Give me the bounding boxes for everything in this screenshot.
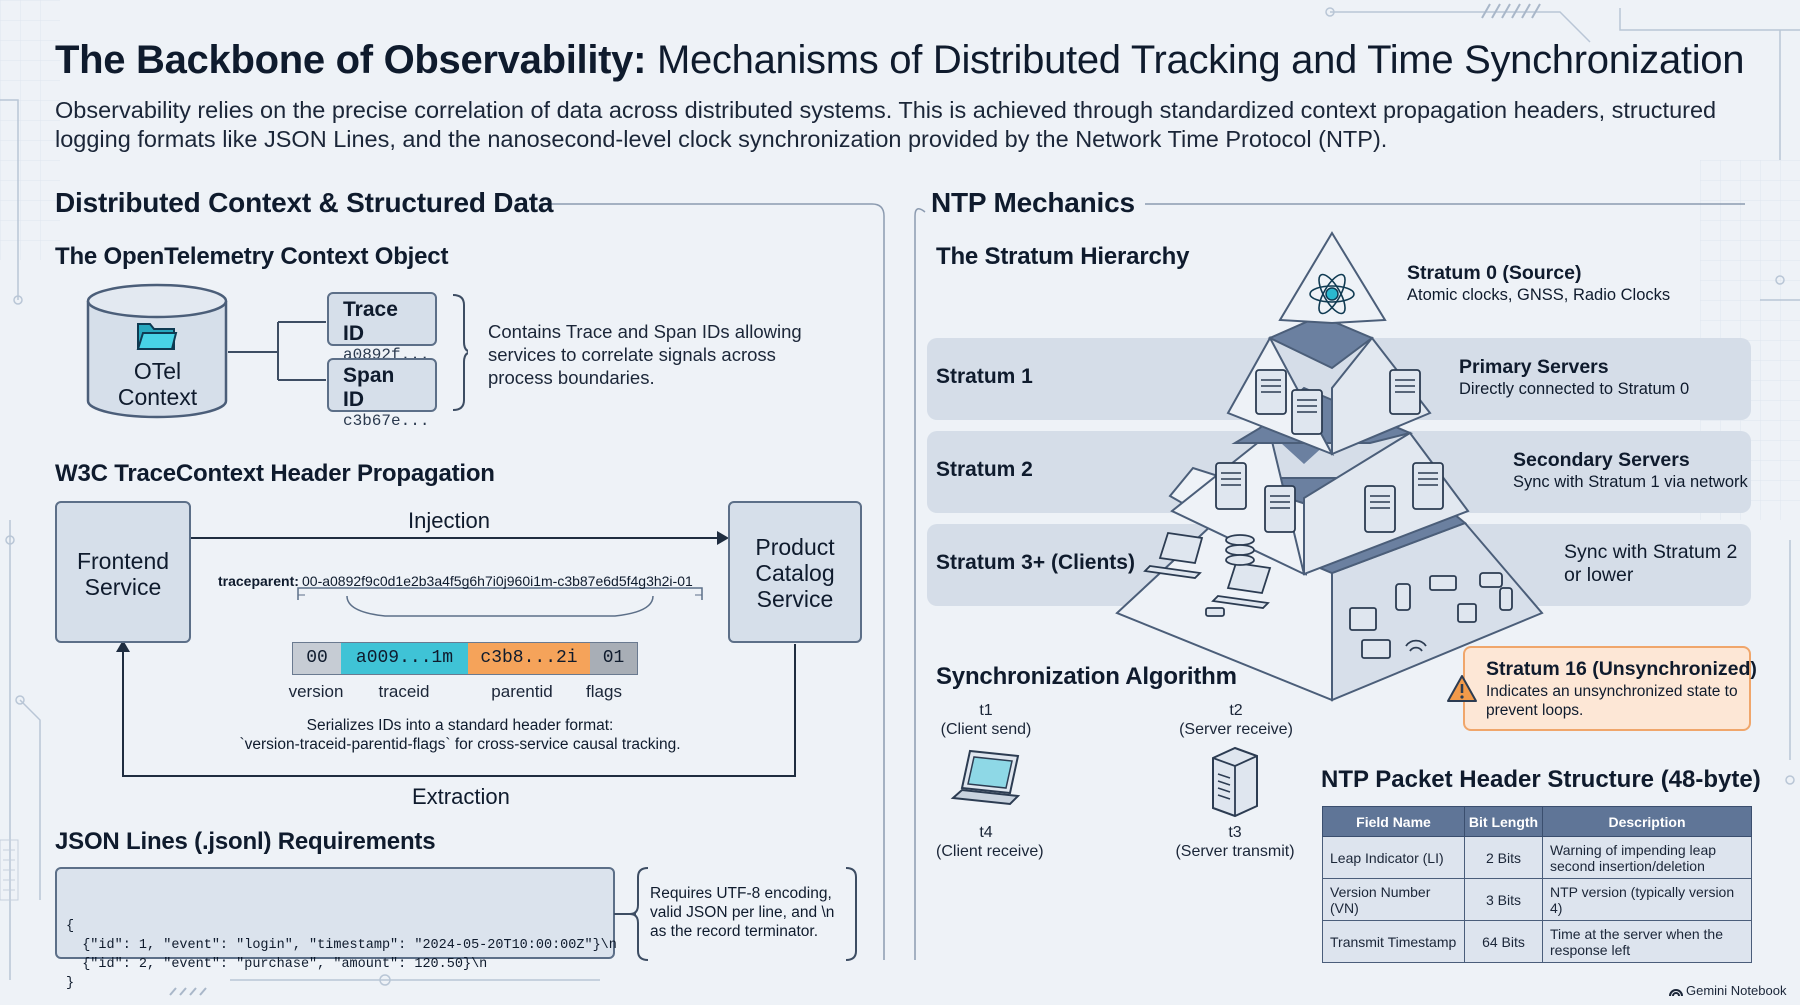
stratum1-desc: Directly connected to Stratum 0 <box>1459 380 1690 398</box>
extraction-label: Extraction <box>412 784 510 809</box>
footer-brand: Gemini Notebook <box>1686 983 1787 998</box>
otel-description: Contains Trace and Span IDs allowing ser… <box>488 321 802 388</box>
injection-label: Injection <box>408 508 490 533</box>
ntp-packet-table: Field Name Bit Length Description Leap I… <box>1322 806 1752 963</box>
cell-desc: Time at the server when the response lef… <box>1542 920 1752 963</box>
stratum16-title: Stratum 16 (Unsynchronized) <box>1486 658 1757 680</box>
section-title-ntp: NTP Mechanics <box>931 187 1135 218</box>
t1-label: t1(Client send) <box>940 702 1032 738</box>
otel-connectors <box>228 294 468 411</box>
stratum-hierarchy-heading: The Stratum Hierarchy <box>936 243 1190 270</box>
gemini-logo-icon <box>1669 989 1683 997</box>
stratum2-label: Stratum 2 <box>936 458 1033 481</box>
segment-parentid: c3b8...2i <box>468 643 590 674</box>
cell-bits: 3 Bits <box>1464 878 1543 921</box>
otel-heading: The OpenTelemetry Context Object <box>55 243 449 270</box>
packet-heading: NTP Packet Header Structure (48-byte) <box>1321 766 1761 793</box>
table-header-row: Field Name Bit Length Description <box>1322 806 1752 837</box>
cell-field: Version Number (VN) <box>1322 878 1465 921</box>
traceparent-segments: 00 a009...1m c3b8...2i 01 <box>292 642 638 675</box>
stratum3-desc: Sync with Stratum 2 or lower <box>1564 541 1738 586</box>
sync-algorithm-heading: Synchronization Algorithm <box>936 663 1237 690</box>
segment-traceid: a009...1m <box>341 643 468 674</box>
stratum0-desc: Atomic clocks, GNSS, Radio Clocks <box>1407 286 1671 304</box>
stratum-pyramid <box>1115 231 1544 702</box>
warning-icon <box>1447 675 1477 702</box>
span-id-value: c3b67e... <box>343 412 430 430</box>
w3c-heading: W3C TraceContext Header Propagation <box>55 460 495 487</box>
trace-id-label: Trace ID <box>343 298 398 345</box>
segment-label-parentid: parentid <box>491 682 553 701</box>
stratum2-title: Secondary Servers <box>1513 449 1690 471</box>
table-row: Transmit Timestamp 64 Bits Time at the s… <box>1322 920 1752 963</box>
traceparent-label: traceparent: <box>218 573 299 589</box>
segment-label-traceid: traceid <box>378 682 430 701</box>
table-row: Version Number (VN) 3 Bits NTP version (… <box>1322 878 1752 921</box>
page-title: The Backbone of Observability: Mechanism… <box>55 38 1745 82</box>
table-row: Leap Indicator (LI) 2 Bits Warning of im… <box>1322 836 1752 879</box>
jsonl-code-block: { {"id": 1, "event": "login", "timestamp… <box>55 867 617 991</box>
section-title-distributed-context: Distributed Context & Structured Data <box>55 187 554 218</box>
stratum1-title: Primary Servers <box>1459 356 1609 378</box>
stratum3-label: Stratum 3+ (Clients) <box>936 551 1135 574</box>
traceparent-value: 00-a0892f9c0d1e2b3a4f5g6h7i0j960i1m-c3b8… <box>302 573 693 589</box>
t4-label: t4(Client receive) <box>936 824 1044 860</box>
w3c-flow-arrows <box>116 531 796 777</box>
t2-label: t2(Server receive) <box>1179 702 1293 738</box>
cell-bits: 2 Bits <box>1464 836 1543 879</box>
cell-field: Transmit Timestamp <box>1322 920 1465 963</box>
trace-id-box: Trace ID a0892f... <box>327 292 437 364</box>
w3c-note: Serializes IDs into a standard header fo… <box>239 717 681 753</box>
segment-label-flags: flags <box>586 682 622 701</box>
stratum16-box <box>1463 646 1751 731</box>
cell-desc: Warning of impending leap second inserti… <box>1542 836 1752 879</box>
client-laptop-icon <box>950 749 1021 806</box>
server-icon <box>1212 746 1258 818</box>
stratum0-title: Stratum 0 (Source) <box>1407 262 1582 284</box>
folder-icon <box>136 323 178 350</box>
col-description: Description <box>1542 806 1752 837</box>
cell-desc: NTP version (typically version 4) <box>1542 878 1752 921</box>
otel-context-cylinder <box>86 283 228 419</box>
stratum1-label: Stratum 1 <box>936 365 1033 388</box>
segment-label-version: version <box>288 682 344 701</box>
cell-field: Leap Indicator (LI) <box>1322 836 1465 879</box>
span-id-label: Span ID <box>343 364 395 411</box>
col-field-name: Field Name <box>1322 806 1465 837</box>
jsonl-bracket <box>614 867 857 961</box>
cell-bits: 64 Bits <box>1464 920 1543 963</box>
jsonl-requirement: Requires UTF-8 encoding, valid JSON per … <box>650 885 835 940</box>
page-subtitle: Observability relies on the precise corr… <box>55 97 1717 152</box>
jsonl-heading: JSON Lines (.jsonl) Requirements <box>55 828 436 855</box>
t3-label: t3(Server transmit) <box>1175 824 1295 860</box>
col-bit-length: Bit Length <box>1464 806 1543 837</box>
span-id-box: Span ID c3b67e... <box>327 358 437 430</box>
stratum2-desc: Sync with Stratum 1 via network <box>1513 473 1748 491</box>
stratum16-desc: Indicates an unsynchronized state to pre… <box>1486 683 1738 719</box>
segment-flags: 01 <box>590 643 637 674</box>
segment-version: 00 <box>293 643 341 674</box>
